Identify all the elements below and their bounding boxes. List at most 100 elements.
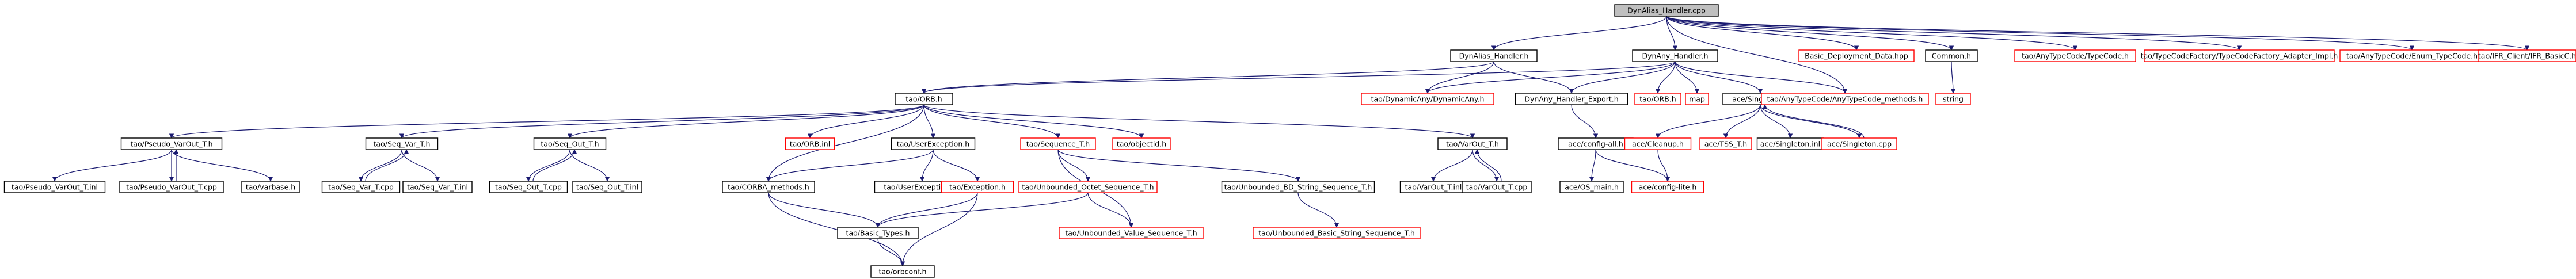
node-label: tao/Exception.h bbox=[949, 183, 1006, 192]
edge-root-to-etc bbox=[1666, 16, 2414, 51]
node-uvseq[interactable]: tao/Unbounded_Value_Sequence_T.h bbox=[1059, 227, 1204, 239]
node-osmain[interactable]: ace/OS_main.h bbox=[1559, 181, 1624, 193]
edge-orbh-to-corbam bbox=[766, 104, 924, 182]
edge-orbh-to-objid bbox=[923, 104, 1144, 139]
node-seqh[interactable]: tao/Sequence_T.h bbox=[1020, 137, 1096, 150]
node-socpp[interactable]: tao/Seq_Out_T.cpp bbox=[489, 181, 568, 193]
node-label: ace/Singleton.inl bbox=[1760, 140, 1820, 148]
edge-orbh-to-svh bbox=[399, 104, 924, 139]
node-box bbox=[1361, 93, 1494, 105]
node-label: tao/AnyTypeCode/Enum_TypeCode.h bbox=[2346, 52, 2478, 60]
edge-pvoh-to-varbase bbox=[171, 149, 273, 182]
node-label: tao/VarOut_T.inl bbox=[1405, 183, 1462, 192]
edge-dyh-to-orbh bbox=[922, 61, 1676, 94]
node-etc[interactable]: tao/AnyTypeCode/Enum_TypeCode.h bbox=[2339, 49, 2484, 62]
node-orbh2[interactable]: tao/ORB.h bbox=[1634, 93, 1681, 105]
edge-root-to-bdd bbox=[1666, 16, 1859, 51]
node-cleanup[interactable]: ace/Cleanup.h bbox=[1624, 137, 1692, 150]
node-voinl[interactable]: tao/VarOut_T.inl bbox=[1399, 181, 1467, 193]
node-atcm[interactable]: tao/AnyTypeCode/AnyTypeCode_methods.h bbox=[1761, 93, 1929, 105]
node-pvoinl[interactable]: tao/Pseudo_VarOut_T.inl bbox=[3, 181, 106, 193]
node-box bbox=[1761, 93, 1929, 105]
edge-voh-to-voinl bbox=[1430, 149, 1473, 182]
edge-vocpp-to-voh bbox=[1474, 149, 1502, 182]
edge-exch-to-btypes bbox=[875, 192, 978, 228]
node-map[interactable]: map bbox=[1685, 93, 1709, 105]
edge-orbh-to-voh bbox=[923, 104, 1475, 139]
node-label: tao/DynamicAny/DynamicAny.h bbox=[1371, 95, 1485, 104]
node-label: Common.h bbox=[1932, 52, 1971, 60]
node-singinl[interactable]: ace/Singleton.inl bbox=[1756, 137, 1824, 150]
node-label: ace/config-all.h bbox=[1568, 140, 1623, 148]
node-label: map bbox=[1689, 95, 1705, 104]
node-box bbox=[941, 181, 1014, 193]
node-svh[interactable]: tao/Seq_Var_T.h bbox=[365, 137, 439, 150]
edge-soh-to-soinl bbox=[569, 149, 610, 182]
node-box bbox=[722, 181, 815, 193]
node-box bbox=[1631, 181, 1704, 193]
node-tc[interactable]: tao/AnyTypeCode/TypeCode.h bbox=[2014, 49, 2136, 62]
node-varbase[interactable]: tao/varbase.h bbox=[241, 181, 300, 193]
node-soinl[interactable]: tao/Seq_Out_T.inl bbox=[572, 181, 642, 193]
edge-orbh-to-seqh bbox=[923, 104, 1061, 139]
edge-socpp-to-soh bbox=[532, 149, 577, 182]
node-vocpp[interactable]: tao/VarOut_T.cpp bbox=[1462, 181, 1532, 193]
node-svcpp[interactable]: tao/Seq_Var_T.cpp bbox=[321, 181, 401, 193]
node-pvoh[interactable]: tao/Pseudo_VarOut_T.h bbox=[120, 137, 223, 150]
edge-ueh-to-corbam bbox=[766, 149, 934, 182]
node-exch[interactable]: tao/Exception.h bbox=[941, 181, 1014, 193]
node-ifr[interactable]: tao/IFR_Client/IFR_BasicC.h bbox=[2478, 49, 2576, 62]
node-label: ace/OS_main.h bbox=[1565, 183, 1619, 192]
edge-pvoh-to-pvoinl bbox=[52, 149, 172, 182]
node-box bbox=[1821, 137, 1897, 150]
node-box bbox=[572, 181, 642, 193]
node-ueh[interactable]: tao/UserException.h bbox=[891, 137, 976, 150]
node-box bbox=[1020, 137, 1096, 150]
node-bdd[interactable]: Basic_Deployment_Data.hpp bbox=[1798, 49, 1915, 62]
node-label: tao/varbase.h bbox=[246, 183, 295, 192]
edge-singh-to-singcpp bbox=[1760, 104, 1862, 139]
node-cfgall[interactable]: ace/config-all.h bbox=[1558, 137, 1634, 150]
edge-dah-to-dhexp bbox=[1493, 61, 1574, 94]
node-orbinl[interactable]: tao/ORB.inl bbox=[785, 137, 835, 150]
node-btypes[interactable]: tao/Basic_Types.h bbox=[837, 227, 919, 239]
edge-svh-to-svcpp bbox=[358, 149, 402, 182]
node-dyh[interactable]: DynAny_Handler.h bbox=[1632, 49, 1718, 62]
node-dhexp[interactable]: DynAny_Handler_Export.h bbox=[1515, 93, 1628, 105]
node-soh[interactable]: tao/Seq_Out_T.h bbox=[533, 137, 607, 150]
edge-ueh-to-exch bbox=[933, 149, 980, 182]
node-dynany[interactable]: tao/DynamicAny/DynamicAny.h bbox=[1361, 93, 1494, 105]
node-ubsseq2[interactable]: tao/Unbounded_Basic_String_Sequence_T.h bbox=[1253, 227, 1421, 239]
edge-singh-to-tss bbox=[1723, 104, 1761, 139]
node-cfglite[interactable]: ace/config-lite.h bbox=[1631, 181, 1704, 193]
node-svinl[interactable]: tao/Seq_Var_T.inl bbox=[402, 181, 473, 193]
node-objid[interactable]: tao/objectid.h bbox=[1112, 137, 1171, 150]
node-box bbox=[119, 181, 224, 193]
node-tss[interactable]: ace/TSS_T.h bbox=[1699, 137, 1752, 150]
node-string[interactable]: string bbox=[1935, 93, 1971, 105]
node-label: tao/Basic_Types.h bbox=[846, 229, 910, 238]
node-singcpp[interactable]: ace/Singleton.cpp bbox=[1821, 137, 1897, 150]
node-common[interactable]: Common.h bbox=[1925, 49, 1978, 62]
node-label: ace/Singleton.cpp bbox=[1827, 140, 1892, 148]
node-orbconf[interactable]: tao/orbconf.h bbox=[870, 265, 935, 278]
node-label: ace/config-lite.h bbox=[1639, 183, 1697, 192]
node-box bbox=[1559, 181, 1624, 193]
edge-dyh-to-dhexp bbox=[1569, 61, 1676, 94]
node-ubsseq[interactable]: tao/Unbounded_BD_String_Sequence_T.h bbox=[1221, 181, 1375, 193]
node-voh[interactable]: tao/VarOut_T.h bbox=[1437, 137, 1508, 150]
node-tcf[interactable]: tao/TypeCodeFactory/TypeCodeFactory_Adap… bbox=[2141, 49, 2338, 62]
edge-ueh-to-ueinl bbox=[919, 149, 934, 182]
edge-btypes-to-orbconf bbox=[877, 238, 905, 266]
node-label: tao/Seq_Var_T.cpp bbox=[328, 183, 394, 192]
edge-orbh-to-orbinl bbox=[807, 104, 924, 139]
node-pvocpp[interactable]: tao/Pseudo_VarOut_T.cpp bbox=[119, 181, 224, 193]
node-label: tao/VarOut_T.cpp bbox=[1466, 183, 1528, 192]
node-corbam[interactable]: tao/CORBA_methods.h bbox=[722, 181, 815, 193]
node-orbh[interactable]: tao/ORB.h bbox=[895, 93, 953, 105]
node-box bbox=[402, 181, 473, 193]
node-dah[interactable]: DynAlias_Handler.h bbox=[1450, 49, 1538, 62]
node-label: tao/Pseudo_VarOut_T.cpp bbox=[126, 183, 217, 192]
node-box bbox=[1515, 93, 1628, 105]
node-uoseq[interactable]: tao/Unbounded_Octet_Sequence_T.h bbox=[1018, 181, 1158, 193]
